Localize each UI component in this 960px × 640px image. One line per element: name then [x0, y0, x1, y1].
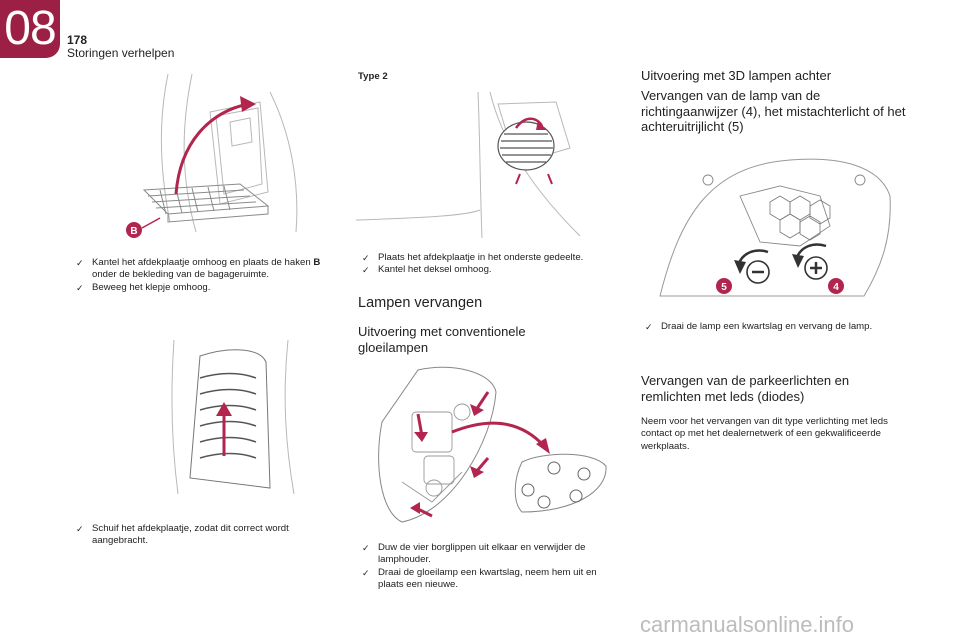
chapter-tab: 08 [0, 0, 60, 58]
illustration-cover-tilt [356, 88, 616, 238]
checkmark-icon: ✓ [76, 258, 84, 268]
callout-4-badge [828, 278, 844, 294]
paragraph-leds: Neem voor het vervangen van dit type ver… [641, 416, 888, 452]
subheading-richtingaanwijzer: Vervangen van de lamp van de richtingaan… [641, 88, 906, 134]
list-item: ✓ Draai de lamp een kwartslag en vervang… [645, 321, 873, 332]
callout-5-badge [716, 278, 732, 294]
middle-bullets-top: ✓ Plaats het afdekplaatje in het onderst… [362, 252, 622, 277]
watermark: carmanualsonline.info [640, 612, 855, 637]
checkmark-icon: ✓ [76, 282, 84, 293]
illustration-3d-lamp-unit: 5 4 [650, 156, 900, 306]
checkmark-icon: ✓ [362, 253, 370, 263]
illustration-trim-panel-hooks: B [120, 72, 320, 244]
checkmark-icon: ✓ [76, 524, 84, 534]
right-bullets: ✓ Draai de lamp een kwartslag en vervang… [645, 321, 895, 333]
callout-b: B [130, 226, 137, 237]
section-title: Storingen verhelpen [67, 46, 175, 60]
illustration-slide-panel [170, 338, 300, 498]
checkmark-icon: ✓ [362, 543, 370, 553]
middle-bullets-bottom: ✓ Duw de vier borglippen uit elkaar en v… [362, 542, 624, 592]
list-item: ✓ Plaats het afdekplaatje in het onderst… [362, 252, 584, 263]
list-item: ✓ Schuif het afdekplaatje, zodat dit cor… [76, 523, 289, 547]
list-item: ✓ Kantel het afdekplaatje omhoog en plaa… [76, 257, 321, 281]
page-number: 178 [67, 33, 88, 47]
checkmark-icon: ✓ [362, 567, 370, 578]
list-item: ✓ Beweeg het klepje omhoog. [76, 281, 211, 293]
callout-4: 4 [833, 282, 839, 293]
illustration-lamp-holder [372, 362, 620, 532]
subheading-conventionele: Uitvoering met conventionele gloeilampen [358, 324, 526, 355]
checkmark-icon: ✓ [645, 322, 653, 332]
list-item: ✓ Draai de gloeilamp een kwartslag, neem… [362, 566, 597, 591]
list-item: ✓ Duw de vier borglippen uit elkaar en v… [362, 542, 586, 566]
callout-5: 5 [721, 282, 727, 293]
left-bullets-bottom: ✓ Schuif het afdekplaatje, zodat dit cor… [76, 523, 336, 548]
heading-lampen-vervangen: Lampen vervangen [358, 295, 483, 311]
type-label: Type 2 [358, 71, 388, 82]
heading-parkeerlichten: Vervangen van de parkeerlichten en remli… [641, 373, 850, 404]
list-item: ✓ Kantel het deksel omhoog. [362, 264, 492, 276]
checkmark-icon: ✓ [362, 265, 370, 276]
heading-3d-lampen: Uitvoering met 3D lampen achter [641, 68, 832, 83]
callout-b-badge [126, 222, 142, 238]
left-bullets-top: ✓ Kantel het afdekplaatje omhoog en plaa… [76, 257, 326, 294]
